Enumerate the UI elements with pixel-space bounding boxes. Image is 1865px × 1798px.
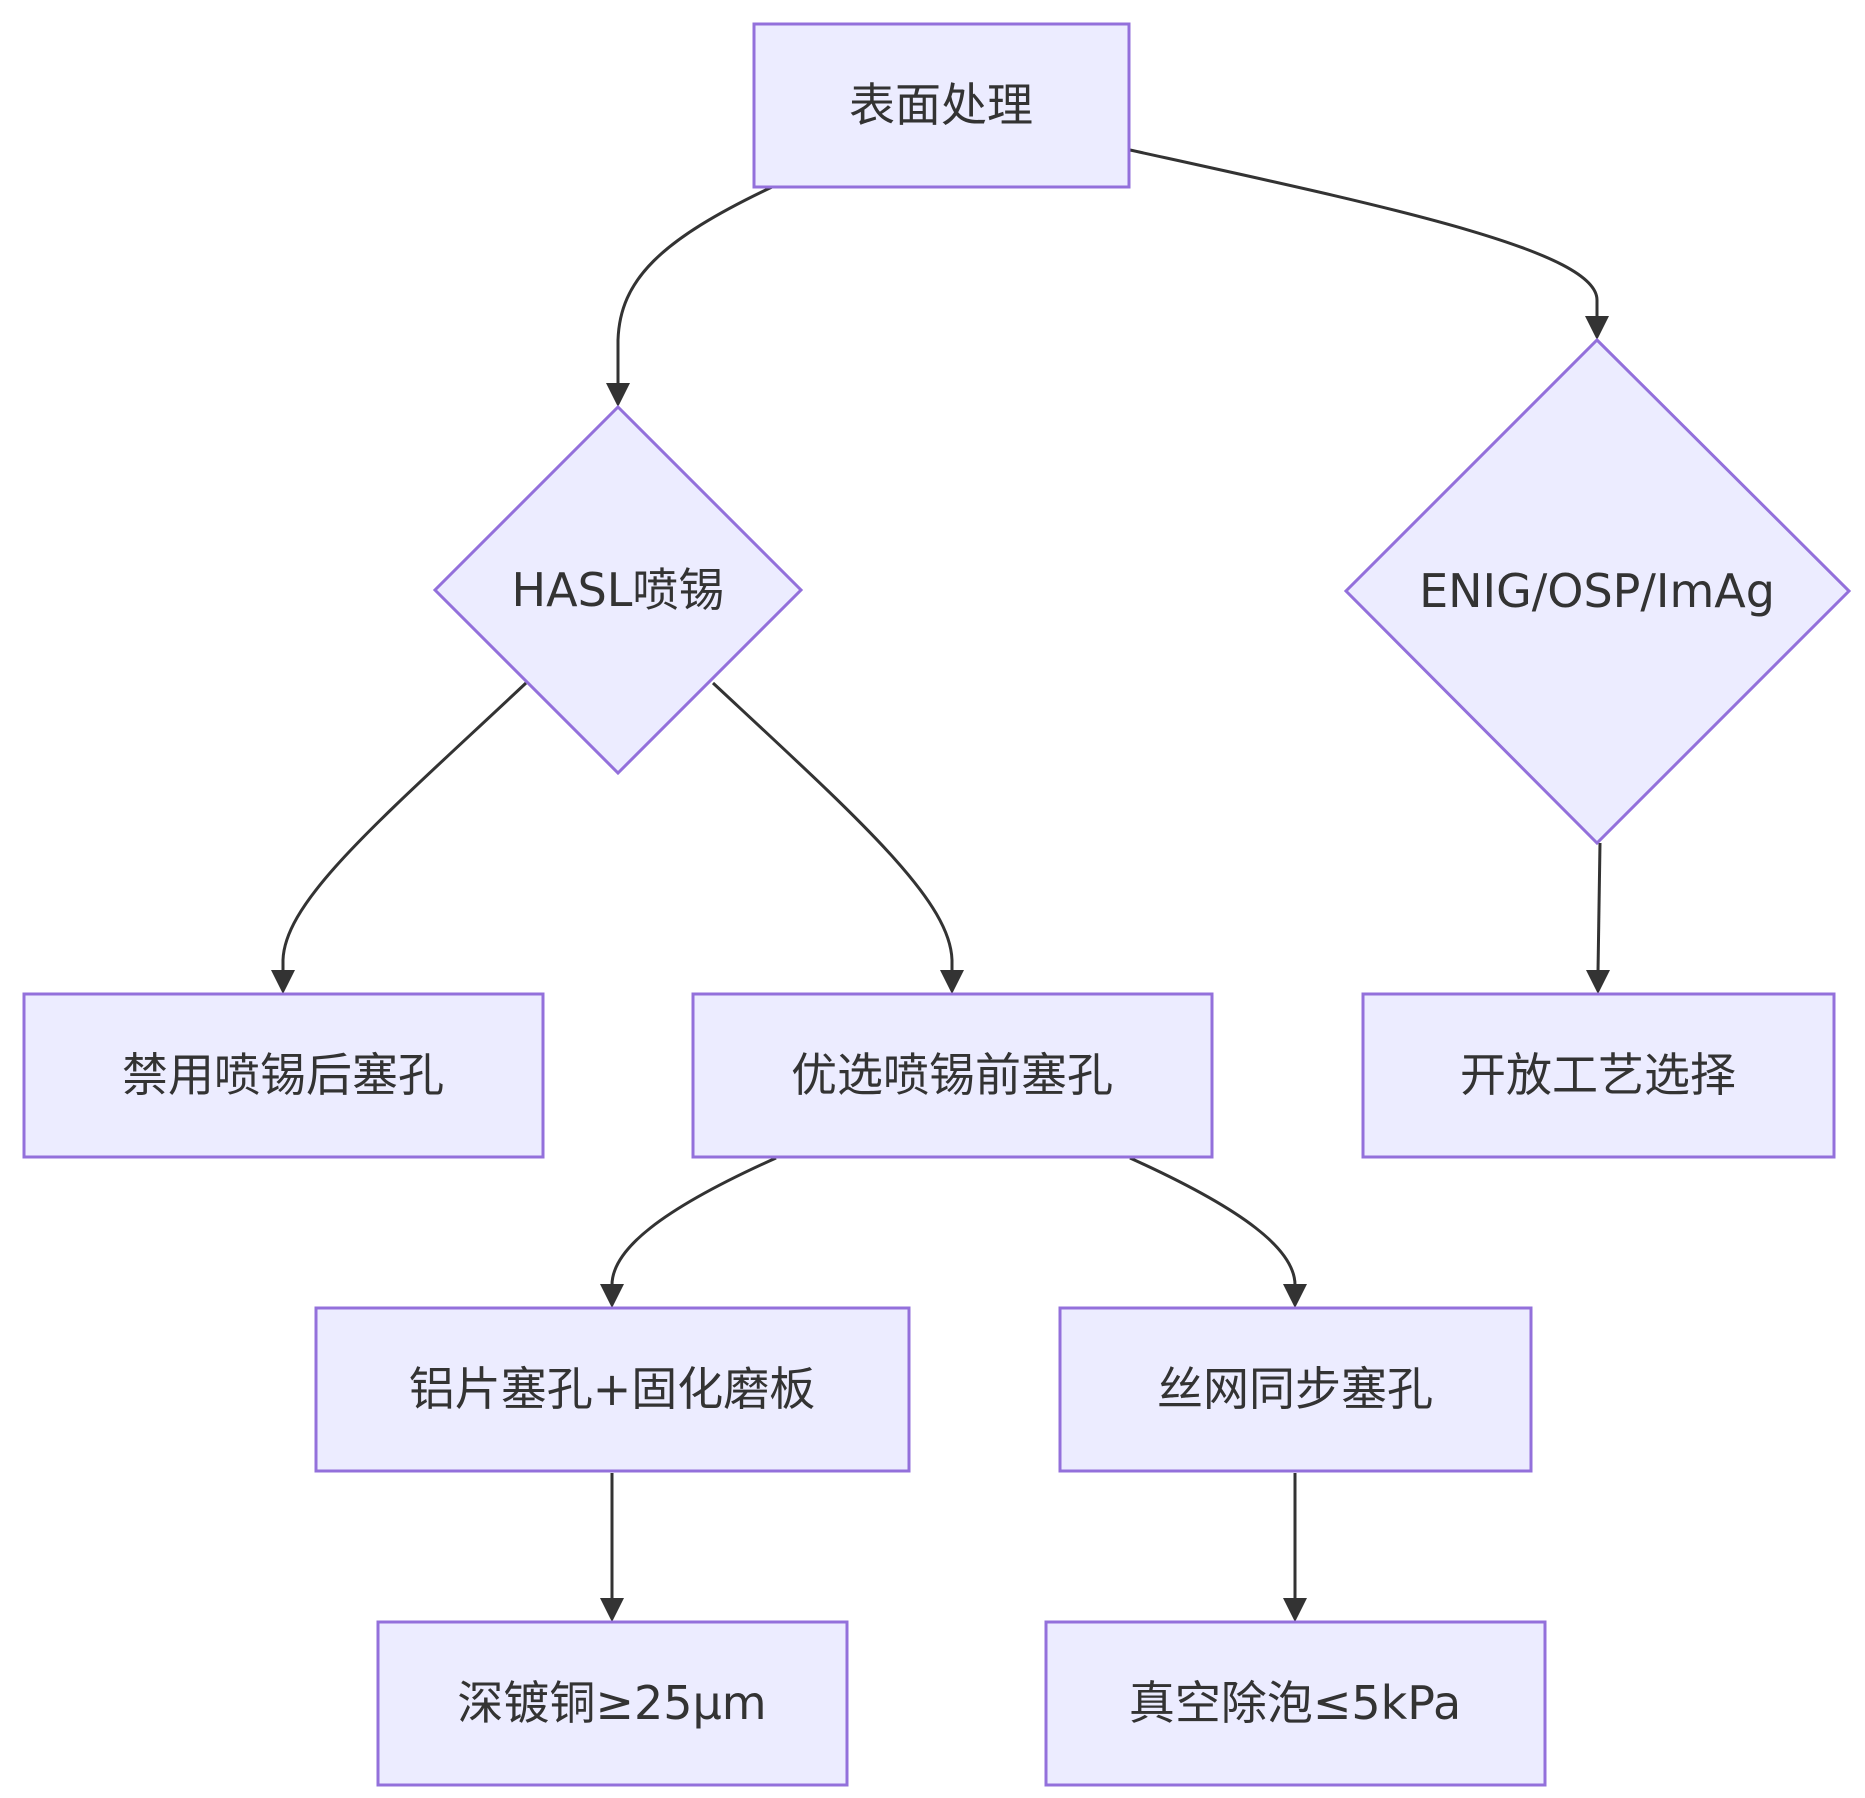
arrowhead-aluminum <box>600 1284 624 1308</box>
arrowhead-hasl <box>606 383 630 407</box>
node-label-plug-before: 优选喷锡前塞孔 <box>791 1048 1113 1102</box>
node-label-surface: 表面处理 <box>849 78 1033 132</box>
edge-enig-to-open <box>1596 842 1602 973</box>
edges <box>271 148 1610 1622</box>
arrowhead-deep <box>600 1598 624 1622</box>
edge-plug-before-to-screen <box>1129 1156 1297 1286</box>
node-enig-decision: ENIG/OSP/ImAg <box>1343 337 1852 846</box>
node-label-screen-plug: 丝网同步塞孔 <box>1157 1362 1433 1416</box>
edge-surface-to-enig <box>1129 148 1599 318</box>
arrowhead-enig <box>1585 316 1609 340</box>
node-label-no-plug-after: 禁用喷锡后塞孔 <box>122 1048 444 1102</box>
edge-hasl-to-plug-before <box>711 681 954 972</box>
node-label-open-process: 开放工艺选择 <box>1460 1048 1736 1102</box>
arrowhead-plug-before <box>940 970 964 994</box>
node-plug-before: 优选喷锡前塞孔 <box>691 992 1214 1159</box>
node-surface-treatment: 表面处理 <box>752 22 1131 189</box>
node-hasl-decision: HASL喷锡 <box>432 404 804 776</box>
edge-surface-to-hasl <box>616 185 773 385</box>
node-vacuum: 真空除泡≤5kPa <box>1044 1620 1547 1787</box>
node-aluminum-plug: 铝片塞孔+固化磨板 <box>314 1306 911 1473</box>
node-label-vacuum: 真空除泡≤5kPa <box>1129 1676 1461 1730</box>
arrowhead-no-plug <box>271 970 295 994</box>
arrowhead-screen <box>1283 1284 1307 1308</box>
node-no-plug-after: 禁用喷锡后塞孔 <box>22 992 545 1159</box>
node-label-aluminum-plug: 铝片塞孔+固化磨板 <box>409 1362 816 1416</box>
node-deep-plating: 深镀铜≥25μm <box>376 1620 849 1787</box>
arrowhead-vacuum <box>1283 1598 1307 1622</box>
edge-plug-before-to-aluminum <box>610 1156 777 1286</box>
node-label-deep-plating: 深镀铜≥25μm <box>457 1676 766 1730</box>
arrowhead-open <box>1586 970 1610 994</box>
edge-hasl-to-no-plug <box>281 681 528 972</box>
node-screen-plug: 丝网同步塞孔 <box>1058 1306 1533 1473</box>
node-open-process: 开放工艺选择 <box>1361 992 1836 1159</box>
node-label-enig: ENIG/OSP/ImAg <box>1419 564 1775 618</box>
node-label-hasl: HASL喷锡 <box>512 563 725 617</box>
